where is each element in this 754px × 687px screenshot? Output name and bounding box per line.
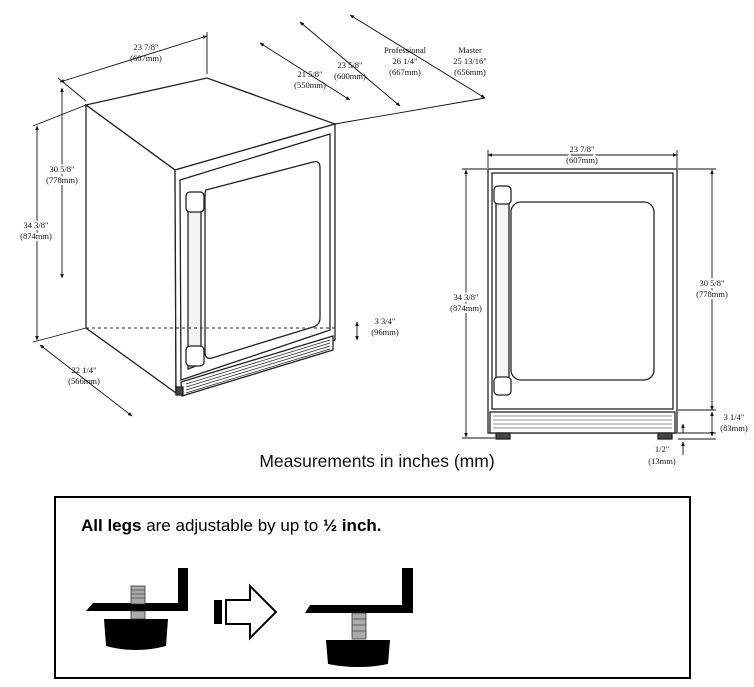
front-handle (495, 187, 510, 393)
iso-total-height-mm: (874mm) (20, 231, 52, 241)
front-leg-inch: 1/2" (655, 444, 669, 454)
iso-toe-kick-inch: 3 3/4" (375, 316, 396, 326)
iso-side-depth-mm: (566mm) (68, 376, 100, 386)
iso-total-height-inch: 34 3/8" (24, 220, 49, 230)
front-cabinet (487, 168, 678, 434)
leg-after (305, 568, 413, 667)
leg-before-foot (104, 619, 168, 650)
legs-note: All legs are adjustable by up to ½ inch. (81, 516, 382, 536)
front-glass (510, 201, 655, 381)
iso-glass (204, 160, 321, 360)
front-door (491, 172, 674, 410)
front-grill (489, 411, 676, 434)
iso-front-face (174, 123, 336, 394)
iso-side-depth-inch: 22 1/4" (72, 365, 97, 375)
iso-fridge (84, 77, 338, 397)
front-leg-mm: (13mm) (648, 456, 676, 466)
front-leg-right (657, 432, 673, 440)
iso-door-height-mm: (778mm) (46, 175, 78, 185)
iso-depth550-mm: (550mm) (294, 80, 326, 90)
leg-before-thread (130, 585, 146, 605)
arrow-right-icon (214, 583, 278, 641)
iso-professional-mm: (667mm) (389, 67, 421, 77)
legs-note-bold-start: All legs (81, 516, 142, 535)
front-toe-kick-mm: (83mm) (720, 423, 748, 433)
legs-note-middle: are adjustable by up to (141, 516, 323, 535)
leg-after-thread (351, 612, 367, 640)
front-toe-kick-inch: 3 1/4" (724, 412, 745, 422)
iso-door-height-inch: 30 5/8" (50, 164, 75, 174)
leg-before (86, 568, 188, 650)
front-door-height-inch: 30 5/8" (700, 278, 725, 288)
iso-width-mm: (607mm) (130, 53, 162, 63)
front-width-inch: 23 7/8" (570, 144, 595, 154)
iso-master-label: Master (458, 45, 482, 55)
front-width-mm: (607mm) (566, 155, 598, 165)
iso-toe-kick-mm: (96mm) (371, 327, 399, 337)
iso-professional-inch: 26 1/4" (393, 56, 418, 66)
iso-master-inch: 25 13/16" (453, 56, 486, 66)
measurements-caption: Measurements in inches (mm) (259, 451, 495, 471)
iso-master-mm: (656mm) (454, 67, 486, 77)
front-total-height-inch: 34 3/8" (454, 292, 479, 302)
front-total-height-mm: (874mm) (450, 303, 482, 313)
iso-professional-label: Professional (384, 45, 427, 55)
legs-note-box: All legs are adjustable by up to ½ inch. (54, 496, 691, 679)
iso-door (179, 133, 331, 381)
iso-width-inch: 23 7/8" (134, 42, 159, 52)
front-leg-left (495, 432, 511, 440)
front-fridge (487, 168, 678, 440)
leg-after-foot (326, 640, 390, 667)
iso-depth550-inch: 21 5/8" (298, 69, 323, 79)
front-door-height-mm: (778mm) (696, 289, 728, 299)
iso-handle (187, 191, 202, 370)
iso-depth600-mm: (600mm) (334, 71, 366, 81)
iso-depth600-inch: 23 5/8" (338, 60, 363, 70)
legs-note-bold-end: ½ inch. (322, 516, 382, 535)
